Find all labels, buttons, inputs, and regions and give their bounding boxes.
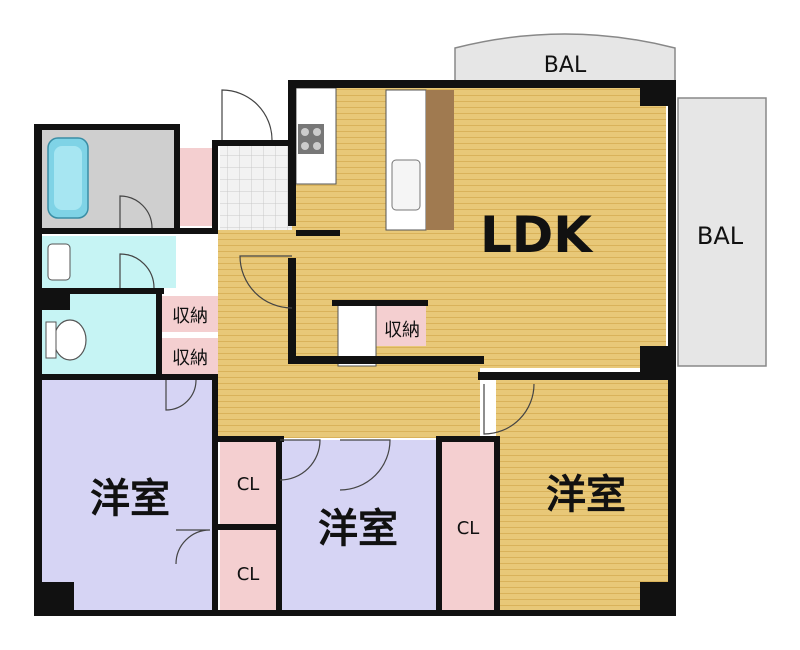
storage-1-area	[162, 296, 218, 332]
bar-counter	[426, 90, 454, 230]
balcony-top	[454, 33, 676, 83]
ldk-storage-label: 収納	[384, 320, 420, 341]
closet-3-area	[440, 442, 496, 612]
bedroom-left-floor	[42, 380, 218, 612]
toilet-icon	[53, 319, 87, 361]
kitchen-sink-icon	[391, 159, 421, 211]
walls	[34, 80, 676, 616]
balcony-right-label: BAL	[697, 222, 744, 250]
bathtub-inner-icon	[54, 146, 82, 210]
balcony-right	[677, 97, 767, 367]
entrance-floor	[220, 144, 292, 230]
sink-icon	[47, 243, 71, 281]
bedroom-middle-floor	[278, 440, 438, 612]
stove-icon	[298, 124, 324, 154]
closet-1-area	[220, 442, 276, 524]
door-swings	[119, 89, 535, 565]
storage-2-area	[162, 338, 218, 374]
bedroom-right-floor	[496, 380, 676, 612]
bedroom-right-label: 洋室	[546, 472, 626, 518]
ldk-storage-area	[376, 302, 426, 346]
bedroom-left-label: 洋室	[90, 476, 170, 522]
closet-3-label: CL	[457, 518, 480, 539]
balcony-top-label: BAL	[544, 53, 587, 78]
closet-1-label: CL	[237, 474, 260, 495]
toilet-tank-icon	[45, 321, 57, 359]
shoe-closet	[180, 148, 218, 226]
storage-2-label: 収納	[172, 348, 208, 369]
closet-2-area	[220, 530, 276, 612]
storage-1-label: 収納	[172, 306, 208, 327]
hallway-floor-lower	[218, 368, 480, 438]
ldk-label: LDK	[480, 206, 594, 264]
bedroom-middle-label: 洋室	[318, 506, 398, 552]
refrigerator-space	[337, 303, 377, 367]
closet-2-label: CL	[237, 564, 260, 585]
